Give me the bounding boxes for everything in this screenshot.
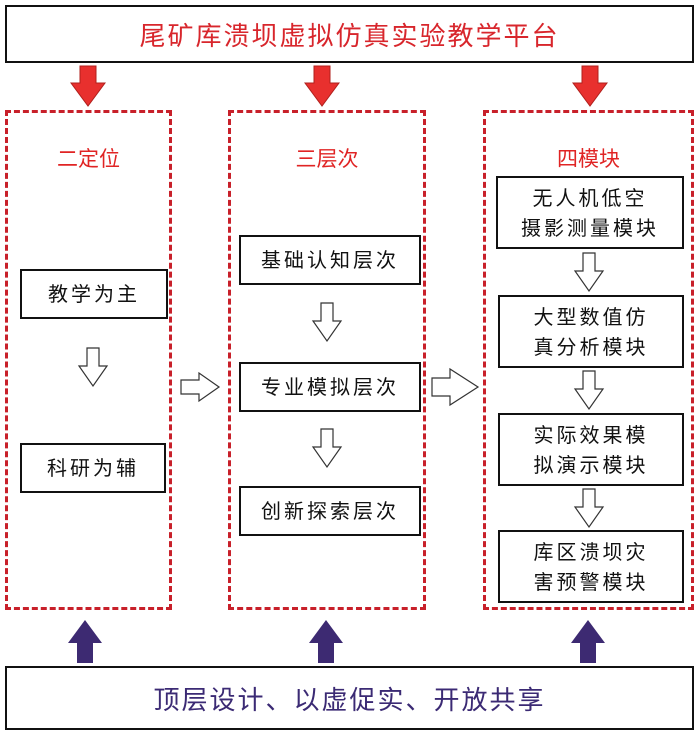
hollow-down-arrow <box>77 347 109 388</box>
platform-title-box: 尾矿库溃坝虚拟仿真实验教学平台 <box>5 5 694 63</box>
platform-title: 尾矿库溃坝虚拟仿真实验教学平台 <box>139 21 560 52</box>
purple-up-arrow-2 <box>309 620 343 663</box>
item-label-line2: 拟演示模块 <box>533 452 649 477</box>
item-label: 创新探索层次 <box>261 499 399 523</box>
item-label-line2: 害预警模块 <box>533 569 649 594</box>
item-label: 科研为辅 <box>47 456 139 480</box>
item-label: 专业模拟层次 <box>261 375 399 399</box>
item-box: 基础认知层次 <box>239 235 421 285</box>
column-title: 四模块 <box>557 147 620 171</box>
red-down-arrow-3 <box>572 65 608 107</box>
item-label: 基础认知层次 <box>261 248 399 272</box>
item-label-line2: 摄影测量模块 <box>521 215 659 240</box>
item-box: 实际效果模 拟演示模块 <box>498 413 684 486</box>
item-box: 无人机低空 摄影测量模块 <box>496 176 684 249</box>
item-label-line1: 大型数值仿 <box>533 304 649 329</box>
principles-box: 顶层设计、以虚促实、开放共享 <box>5 666 694 730</box>
column-modules: 四模块 无人机低空 摄影测量模块 大型数值仿 真分析模块 实际效果模 拟演示模块… <box>483 110 694 610</box>
item-box: 教学为主 <box>20 269 168 319</box>
item-label: 教学为主 <box>48 282 140 306</box>
red-down-arrow-2 <box>304 65 340 107</box>
purple-up-arrow-3 <box>571 620 605 663</box>
hollow-down-arrow <box>311 302 343 343</box>
hollow-down-arrow <box>573 370 605 411</box>
item-label-line1: 实际效果模 <box>533 422 649 447</box>
column-title: 三层次 <box>295 147 359 171</box>
item-label-line1: 无人机低空 <box>532 185 648 210</box>
item-label-line2: 真分析模块 <box>533 334 649 359</box>
item-label-line1: 库区溃坝灾 <box>533 539 649 564</box>
purple-up-arrow-1 <box>68 620 102 663</box>
item-box: 专业模拟层次 <box>239 362 421 412</box>
item-box: 科研为辅 <box>20 443 166 493</box>
hollow-down-arrow <box>573 252 605 293</box>
column-positioning: 二定位 教学为主 科研为辅 <box>5 110 172 610</box>
item-box: 库区溃坝灾 害预警模块 <box>498 530 684 603</box>
red-down-arrow-1 <box>70 65 106 107</box>
hollow-right-arrow-2 <box>431 367 480 407</box>
principles-text: 顶层设计、以虚促实、开放共享 <box>153 685 546 716</box>
hollow-down-arrow <box>573 488 605 529</box>
hollow-down-arrow <box>311 428 343 469</box>
item-box: 创新探索层次 <box>239 486 421 536</box>
column-title: 二定位 <box>57 147 120 171</box>
item-box: 大型数值仿 真分析模块 <box>498 295 684 368</box>
column-levels: 三层次 基础认知层次 专业模拟层次 创新探索层次 <box>228 110 426 610</box>
hollow-right-arrow-1 <box>180 371 221 403</box>
